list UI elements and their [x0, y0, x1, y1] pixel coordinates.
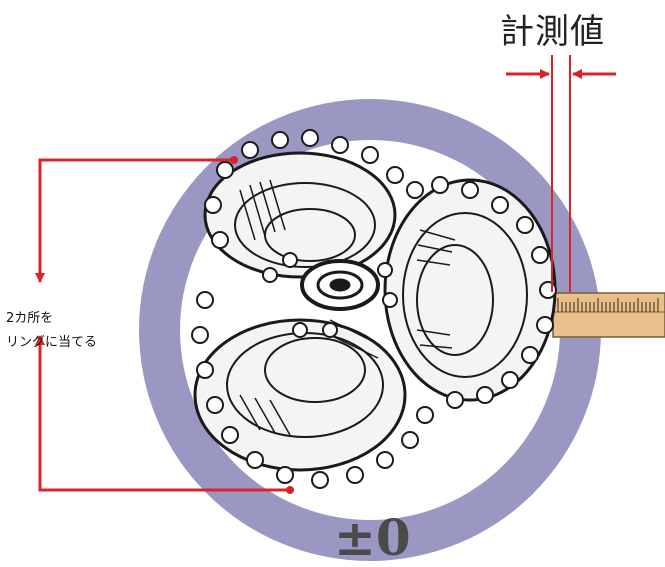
tolerance-label: ±0 — [334, 508, 411, 567]
instruction-label: 2カ所を リングに当てる — [6, 307, 97, 355]
drill-bit-cutters-icon — [191, 129, 557, 489]
instruction-line-2: リングに当てる — [6, 335, 98, 350]
contact-arrows — [35, 158, 290, 492]
ruler-icon — [552, 292, 665, 338]
measurement-indicator — [506, 55, 616, 292]
measured-value-label: 計測値 — [500, 12, 605, 52]
instruction-line-1: 2カ所を — [6, 311, 54, 326]
